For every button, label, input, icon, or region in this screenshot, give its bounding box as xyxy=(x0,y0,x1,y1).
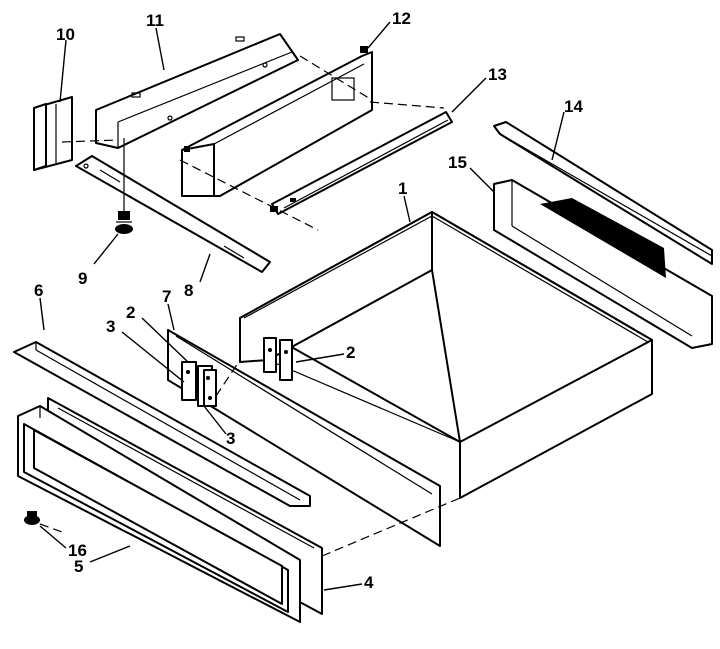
callout-10: 10 xyxy=(56,25,75,44)
part-2-3-hinges-left xyxy=(181,361,217,407)
callout-2-left: 2 xyxy=(126,303,135,322)
alignment-lines-lower xyxy=(39,359,461,557)
part-1-drawer-body xyxy=(239,211,653,499)
callout-labels: 10 11 12 13 14 15 1 9 8 6 7 2 3 2 3 16 5… xyxy=(34,9,583,592)
part-9-screw xyxy=(115,138,133,234)
callout-1: 1 xyxy=(398,179,407,198)
callout-11: 11 xyxy=(146,11,164,30)
part-2-hinge-right xyxy=(263,337,293,381)
callout-13: 13 xyxy=(488,65,507,84)
callout-7: 7 xyxy=(162,287,171,306)
callout-6: 6 xyxy=(34,281,43,300)
callout-3-left: 3 xyxy=(106,317,115,336)
part-5-front-frame xyxy=(17,405,301,623)
callout-9: 9 xyxy=(78,269,87,288)
part-13-slide-rail xyxy=(270,111,453,215)
callout-14: 14 xyxy=(564,97,583,116)
part-14-trim-strip xyxy=(493,121,713,265)
part-7-front-bracket xyxy=(167,329,441,547)
alignment-lines-upper xyxy=(61,55,445,231)
part-15-back-panel xyxy=(493,179,713,349)
callout-12: 12 xyxy=(392,9,411,28)
callout-15: 15 xyxy=(448,153,467,172)
callout-2-right: 2 xyxy=(346,343,355,362)
callout-16: 16 xyxy=(68,541,87,560)
callout-5: 5 xyxy=(74,557,83,576)
callout-3-lower: 3 xyxy=(226,429,235,448)
callout-4: 4 xyxy=(364,573,374,592)
callout-leaders xyxy=(39,21,565,591)
part-10-end-bracket xyxy=(33,96,73,171)
part-6-top-trim xyxy=(13,341,311,507)
part-16-screw xyxy=(24,511,40,525)
callout-8: 8 xyxy=(184,281,193,300)
part-11-rear-panel xyxy=(95,33,299,149)
part-12-side-bracket xyxy=(181,46,373,197)
